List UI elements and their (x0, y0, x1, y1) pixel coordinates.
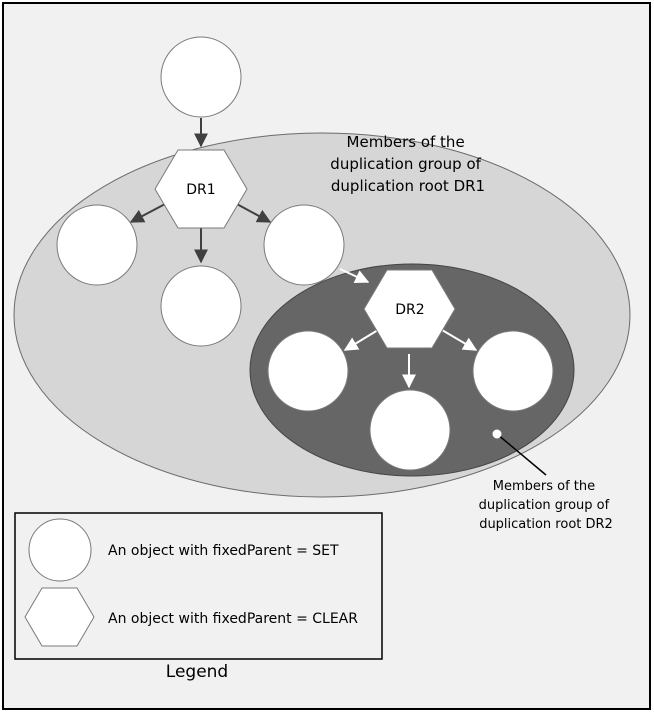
arrow-dr2-to-left (343, 329, 379, 351)
dr1-group-caption: Members of the duplication group of dupl… (330, 133, 485, 195)
dr1-hexagon-node (154, 149, 248, 229)
dr2-group-ellipse (249, 263, 575, 477)
dr2-child-left-node (267, 330, 349, 412)
dr2-child-right-node (472, 330, 554, 412)
legend-circle-icon (28, 518, 92, 582)
dr1-child-bottom-node (160, 265, 242, 347)
legend-title: Legend (166, 662, 228, 682)
dr2-hexagon-node (363, 269, 456, 349)
arrow-to-dr2 (339, 268, 370, 284)
dr1-child-right-node (263, 204, 345, 286)
dr2-group-caption: Members of the duplication group of dupl… (479, 479, 614, 532)
dr1-child-left-node (56, 204, 138, 286)
legend-item-circle-text: An object with fixedParent = SET (108, 543, 339, 559)
arrow-dr2-to-right (441, 329, 478, 351)
dr2-callout-line (496, 433, 547, 476)
arrow-dr1-to-left (129, 202, 168, 223)
top-object-node (160, 36, 242, 118)
legend-hexagon-icon (24, 587, 95, 647)
dr2-child-bottom-node (369, 389, 451, 471)
dr2-label: DR2 (395, 302, 424, 318)
dr2-callout-dot (492, 429, 502, 439)
arrow-dr1-to-right (234, 202, 272, 223)
dr1-label: DR1 (186, 182, 215, 198)
legend-item-hexagon-text: An object with fixedParent = CLEAR (108, 611, 358, 627)
